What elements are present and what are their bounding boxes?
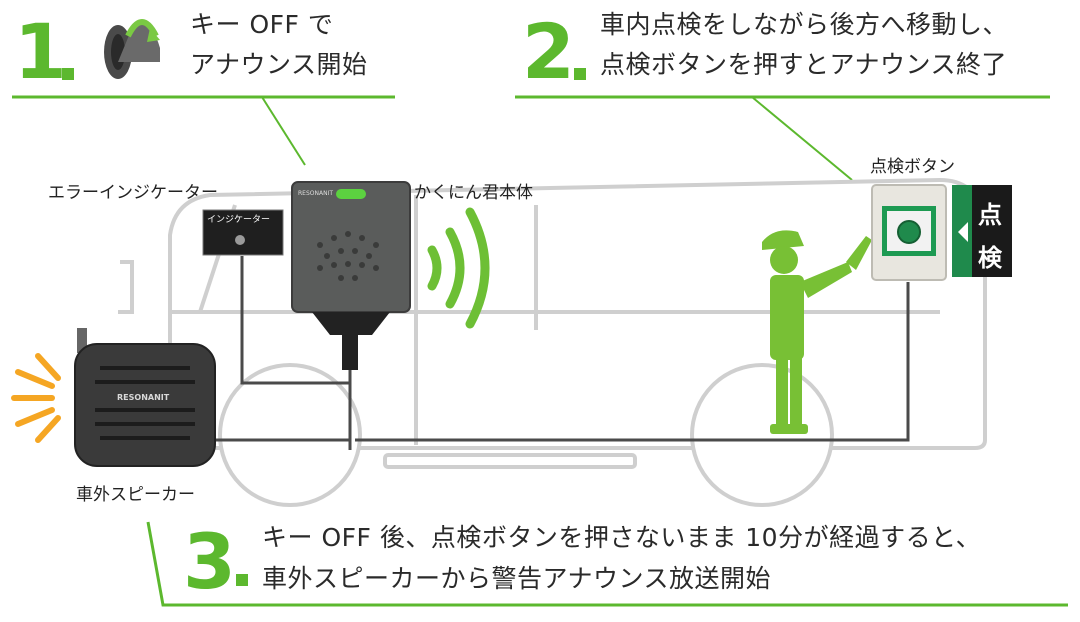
error-indicator-label: エラーインジケーター bbox=[48, 183, 218, 203]
step2-line1: 車内点検をしながら後方へ移動し、 bbox=[600, 10, 1009, 39]
inspection-sign bbox=[952, 185, 1012, 277]
main-unit-device bbox=[291, 181, 411, 370]
step1-line2: アナウンス開始 bbox=[190, 50, 368, 79]
alarm-burst-icon bbox=[11, 353, 61, 443]
main-unit-brand: RESONANIT bbox=[298, 190, 334, 197]
step3-number: 3 bbox=[183, 517, 236, 606]
indicator-device bbox=[202, 209, 284, 256]
step1-leader bbox=[261, 96, 306, 166]
step3-line1: キー OFF 後、点検ボタンを押さないまま 10分が経過すると、 bbox=[262, 523, 982, 552]
step3-line2: 車外スピーカーから警告アナウンス放送開始 bbox=[262, 564, 772, 593]
speaker-brand: RESONANIT bbox=[117, 393, 170, 402]
sound-wave-icon bbox=[427, 207, 490, 329]
inspection-button-label: 点検ボタン bbox=[870, 157, 955, 177]
step2-number: 2 bbox=[522, 7, 575, 96]
step1-dot bbox=[62, 68, 74, 80]
sign-bottom-char: 検 bbox=[978, 244, 1002, 272]
main-unit-label: かくにん君本体 bbox=[414, 183, 533, 203]
sign-top-char: 点 bbox=[978, 201, 1002, 229]
indicator-box-label: インジケーター bbox=[207, 215, 271, 225]
inspection-button-device bbox=[871, 184, 947, 281]
step2-leader bbox=[751, 96, 853, 181]
step3-dot bbox=[236, 574, 248, 586]
step1-line1: キー OFF で bbox=[190, 10, 334, 39]
step1-number: 1 bbox=[14, 7, 67, 96]
external-speaker-device bbox=[74, 328, 216, 467]
inspector-person-icon bbox=[762, 230, 872, 434]
step2-dot bbox=[574, 68, 586, 80]
wiring bbox=[215, 256, 910, 450]
step2-line2: 点検ボタンを押すとアナウンス終了 bbox=[600, 50, 1008, 79]
external-speaker-label: 車外スピーカー bbox=[76, 485, 195, 505]
key-icon bbox=[104, 19, 160, 79]
step3-frame bbox=[146, 521, 1068, 607]
speaker-grill bbox=[317, 231, 379, 281]
